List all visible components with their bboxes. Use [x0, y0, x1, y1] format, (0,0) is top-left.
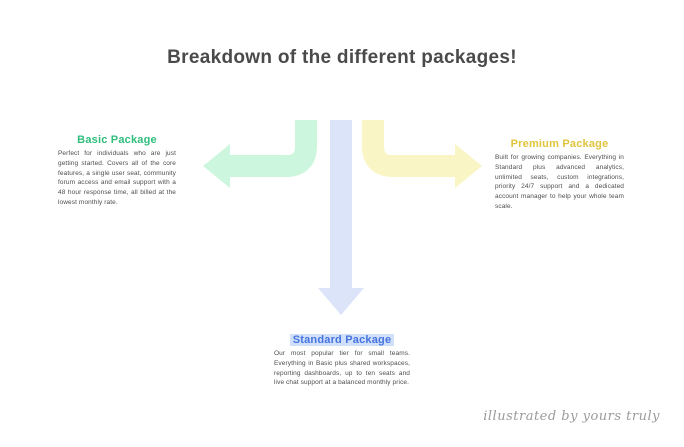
standard-package-label: Standard Package: [274, 334, 410, 346]
arrow-left-icon: [203, 120, 317, 188]
basic-package-description: Perfect for individuals who are just get…: [58, 150, 176, 206]
arrow-right-icon: [362, 120, 482, 188]
signature-watermark: illustrated by yours truly: [483, 409, 660, 424]
premium-package-description: Built for growing companies. Everything …: [495, 154, 624, 210]
premium-package-block: Premium Package Built for growing compan…: [495, 138, 624, 212]
standard-package-block: Standard Package Our most popular tier f…: [274, 334, 410, 388]
standard-package-description: Our most popular tier for small teams. E…: [274, 350, 410, 387]
standard-package-label-text: Standard Package: [289, 334, 395, 346]
basic-package-label: Basic Package: [77, 134, 157, 146]
arrow-down-icon: [318, 120, 364, 315]
basic-package-block: Basic Package Perfect for individuals wh…: [58, 134, 176, 208]
flow-arrows: [203, 120, 482, 315]
premium-package-label: Premium Package: [510, 138, 609, 150]
diagram-title: Breakdown of the different packages!: [167, 47, 517, 68]
